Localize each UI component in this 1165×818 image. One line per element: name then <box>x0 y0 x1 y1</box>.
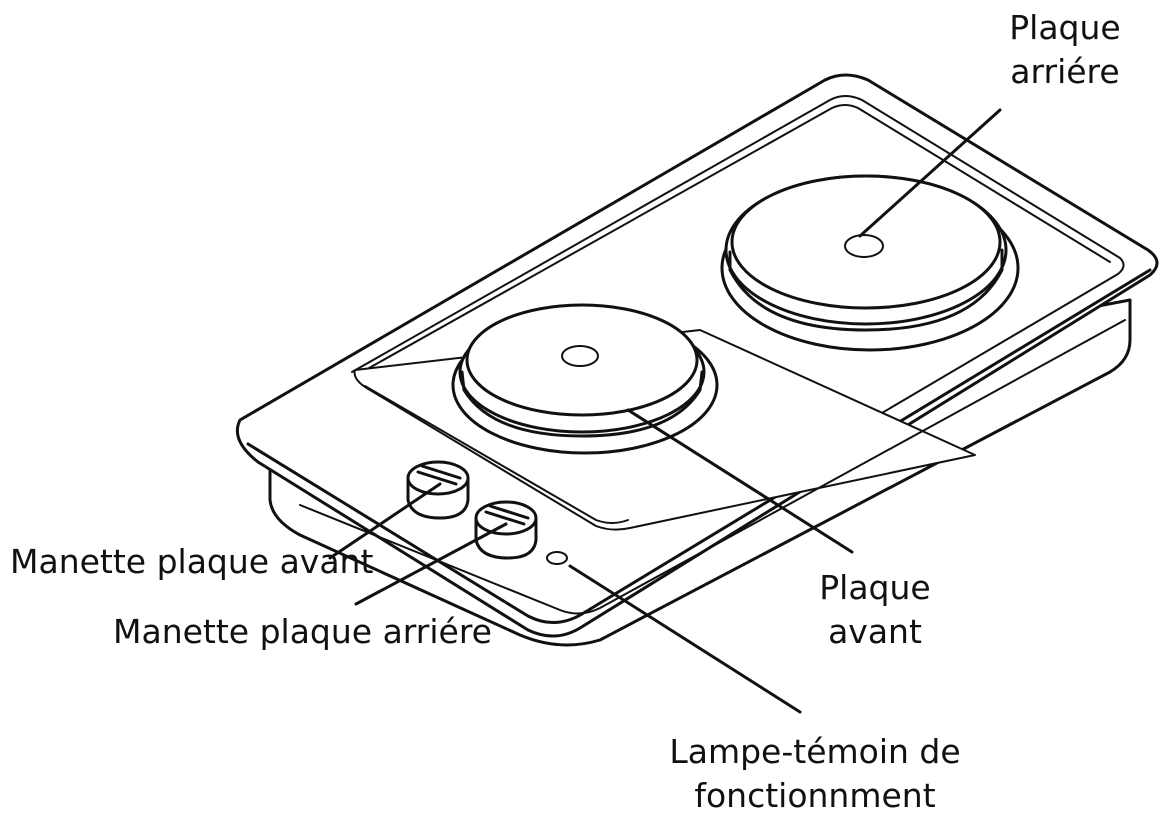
pilot-lamp <box>546 551 568 565</box>
front-plate-rim <box>460 370 704 438</box>
label-front-plate-line1: Plaque <box>819 568 931 607</box>
label-rear-plate: Plaque arriére <box>1000 6 1130 94</box>
hob-inner-panel-rear-inner <box>361 104 1111 373</box>
rear-plate-rim <box>728 248 1004 332</box>
hob-front-panel-edge <box>364 385 629 524</box>
label-rear-plate-line1: Plaque <box>1009 8 1121 47</box>
label-pilot-lamp-line2: fonctionnment <box>694 776 936 815</box>
rear-plate-knob <box>474 500 538 560</box>
label-pilot-lamp: Lampe-témoin de fonctionnment <box>660 730 970 818</box>
leader-front-knob <box>328 482 442 560</box>
leader-pilot-lamp <box>568 564 802 714</box>
leader-rear-plate <box>858 108 1002 238</box>
leader-front-plate <box>626 408 854 554</box>
label-rear-plate-line2: arriére <box>1010 52 1120 91</box>
label-front-knob: Manette plaque avant <box>10 542 374 581</box>
label-rear-knob: Manette plaque arriére <box>113 612 492 651</box>
hob-control-strip <box>299 319 1126 615</box>
rear-plate-center <box>844 234 884 258</box>
label-front-plate: Plaque avant <box>810 566 940 654</box>
label-front-plate-line2: avant <box>828 612 922 651</box>
front-plate-knob <box>406 460 470 520</box>
front-plate-center <box>561 345 599 367</box>
leader-rear-knob <box>354 522 508 606</box>
label-pilot-lamp-line1: Lampe-témoin de <box>669 732 961 771</box>
hob-inner-panel-rear <box>351 95 1125 421</box>
